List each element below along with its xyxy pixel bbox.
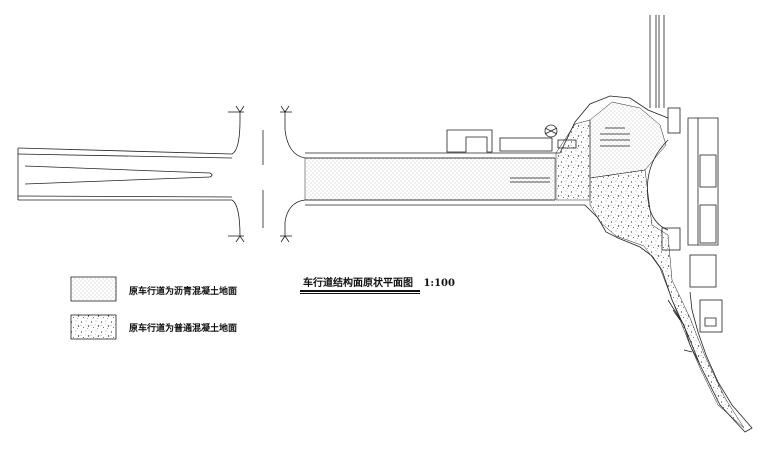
asphalt-area [304, 101, 667, 201]
legend-label-concrete: 原车行道为普通混凝土地面 [129, 324, 238, 334]
north-column [649, 15, 665, 108]
buildings-east [661, 107, 723, 333]
drawing-scale: 1:100 [423, 278, 455, 289]
concrete-area [555, 119, 745, 429]
title-underline [300, 290, 420, 292]
drawing-title: 车行道结构面原状平面图 1:100 [303, 274, 455, 289]
buildings-north [446, 124, 577, 153]
legend-swatch-asphalt [70, 276, 117, 302]
left-road [17, 147, 233, 201]
legend-swatch-concrete [70, 314, 117, 340]
intersection [228, 105, 306, 243]
legend-label-asphalt: 原车行道为沥青混凝土地面 [129, 287, 238, 297]
drawing-title-text: 车行道结构面原状平面图 [303, 278, 413, 289]
title-underline-thin [300, 293, 420, 294]
